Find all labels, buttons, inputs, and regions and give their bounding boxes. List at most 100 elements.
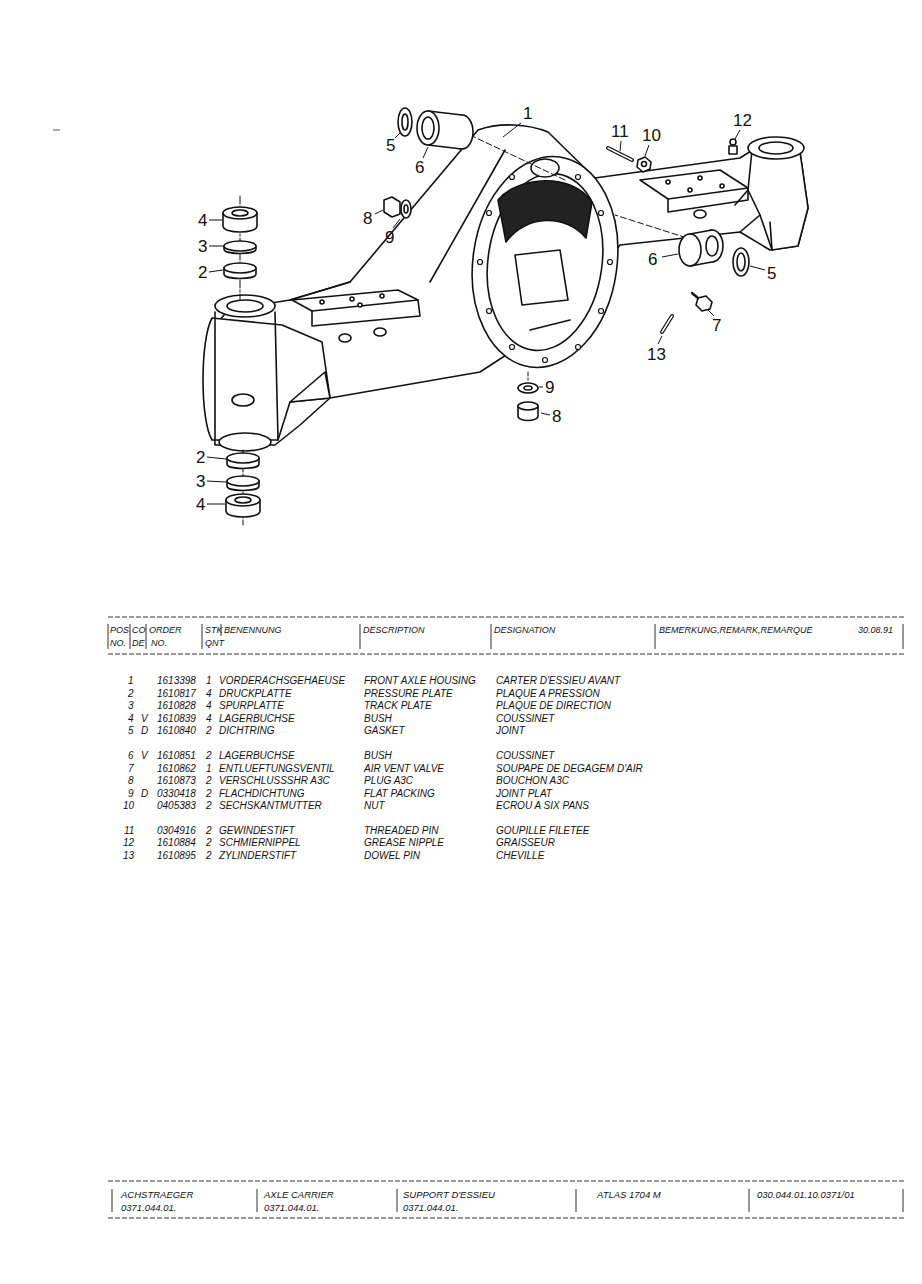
table-header: 30.08.91: [858, 626, 893, 635]
table-cell: 1610895: [157, 851, 196, 861]
table-cell: BOUCHON A3C: [496, 776, 569, 786]
table-cell: 4: [128, 714, 134, 724]
footer-text: ATLAS 1704 M: [597, 1190, 661, 1200]
callout-number: 8: [363, 210, 372, 227]
table-cell: BUSH: [364, 714, 392, 724]
table-cell: LAGERBUCHSE: [219, 714, 295, 724]
table-cell: DOWEL PIN: [364, 851, 420, 861]
table-cell: 2: [206, 776, 212, 786]
table-header: NO.: [151, 639, 167, 648]
callout-number: 5: [767, 265, 776, 282]
table-cell: PLUG A3C: [364, 776, 413, 786]
table-cell: FLAT PACKING: [364, 789, 435, 799]
callout-number: 4: [196, 496, 205, 513]
footer-text: 0371.044.01.: [403, 1203, 458, 1213]
table-cell: 2: [206, 726, 212, 736]
table-cell: GREASE NIPPLE: [364, 838, 444, 848]
callout-number: 8: [552, 408, 561, 425]
table-cell: 2: [206, 826, 212, 836]
table-cell: PLAQUE A PRESSION: [496, 689, 600, 699]
table-cell: 1610817: [157, 689, 196, 699]
table-cell: 1: [206, 676, 212, 686]
table-cell: 1610828: [157, 701, 196, 711]
table-cell: 1: [206, 764, 212, 774]
table-cell: 7: [128, 764, 134, 774]
callout-number: 9: [385, 229, 394, 246]
table-cell: FRONT AXLE HOUSING: [364, 676, 476, 686]
table-cell: JOINT: [496, 726, 525, 736]
table-cell: 2: [206, 851, 212, 861]
footer-text: 030.044.01.10.0371/01: [757, 1190, 855, 1200]
callout-number: 6: [648, 251, 657, 268]
table-cell: 2: [206, 789, 212, 799]
table-cell: 0304916: [157, 826, 196, 836]
table-cell: 1610873: [157, 776, 196, 786]
table-cell: 10: [123, 801, 134, 811]
table-cell: 0330418: [157, 789, 196, 799]
table-cell: 5: [128, 726, 134, 736]
table-cell: D: [141, 726, 148, 736]
table-cell: 4: [206, 701, 212, 711]
table-cell: PRESSURE PLATE: [364, 689, 453, 699]
table-cell: SOUPAPE DE DEGAGEM D'AIR: [496, 764, 643, 774]
table-header: DE: [132, 639, 145, 648]
table-cell: CHEVILLE: [496, 851, 544, 861]
footer-text: SUPPORT D'ESSIEU: [403, 1190, 495, 1200]
callout-number: 10: [642, 127, 661, 144]
callout-number: 3: [196, 473, 205, 490]
table-cell: 1613398: [157, 676, 196, 686]
table-header: DESCRIPTION: [363, 626, 425, 635]
callout-number: 13: [647, 346, 666, 363]
table-header: POS: [110, 626, 129, 635]
callout-number: 5: [386, 137, 395, 154]
callout-number: 7: [712, 317, 721, 334]
table-cell: SCHMIERNIPPEL: [219, 838, 301, 848]
table-cell: DICHTRING: [219, 726, 275, 736]
table-header: BENENNUNG: [224, 626, 282, 635]
table-header: ORDER: [149, 626, 182, 635]
footer-text: 0371.044.01.: [264, 1203, 319, 1213]
table-cell: DRUCKPLATTE: [219, 689, 292, 699]
table-cell: GASKET: [364, 726, 405, 736]
table-cell: D: [141, 789, 148, 799]
table-header: QNT: [205, 639, 224, 648]
table-header: BEMERKUNG,REMARK,REMARQUE: [659, 626, 813, 635]
table-cell: 1610840: [157, 726, 196, 736]
table-cell: ECROU A SIX PANS: [496, 801, 589, 811]
table-cell: 4: [206, 714, 212, 724]
table-cell: V: [141, 714, 148, 724]
table-header: CO: [132, 626, 146, 635]
footer-text: 0371.044.01.: [121, 1203, 176, 1213]
table-header: NO.: [110, 639, 126, 648]
table-cell: 2: [206, 801, 212, 811]
table-cell: CARTER D'ESSIEU AVANT: [496, 676, 620, 686]
callout-number: 2: [196, 449, 205, 466]
table-cell: 1610862: [157, 764, 196, 774]
table-cell: COUSSINET: [496, 714, 554, 724]
table-header: DESIGNATION: [494, 626, 555, 635]
callout-number: 6: [415, 159, 424, 176]
table-cell: 8: [128, 776, 134, 786]
table-cell: GOUPILLE FILETEE: [496, 826, 589, 836]
table-cell: AIR VENT VALVE: [364, 764, 444, 774]
table-cell: 1610839: [157, 714, 196, 724]
table-cell: THREADED PIN: [364, 826, 438, 836]
callout-number: 11: [611, 123, 629, 140]
table-cell: ZYLINDERSTIFT: [219, 851, 296, 861]
table-cell: 6: [128, 751, 134, 761]
table-cell: 3: [128, 701, 134, 711]
callout-number: 12: [733, 112, 752, 129]
table-cell: BUSH: [364, 751, 392, 761]
table-cell: 2: [206, 838, 212, 848]
table-cell: LAGERBUCHSE: [219, 751, 295, 761]
callout-number: 2: [198, 264, 207, 281]
table-cell: JOINT PLAT: [496, 789, 552, 799]
table-cell: GEWINDESTIFT: [219, 826, 295, 836]
table-cell: TRACK PLATE: [364, 701, 432, 711]
footer-text: ACHSTRAEGER: [121, 1190, 193, 1200]
table-cell: 1610851: [157, 751, 196, 761]
table-cell: 2: [128, 689, 134, 699]
table-cell: 12: [123, 838, 134, 848]
callout-number: 4: [198, 212, 207, 229]
table-cell: 1: [128, 676, 134, 686]
